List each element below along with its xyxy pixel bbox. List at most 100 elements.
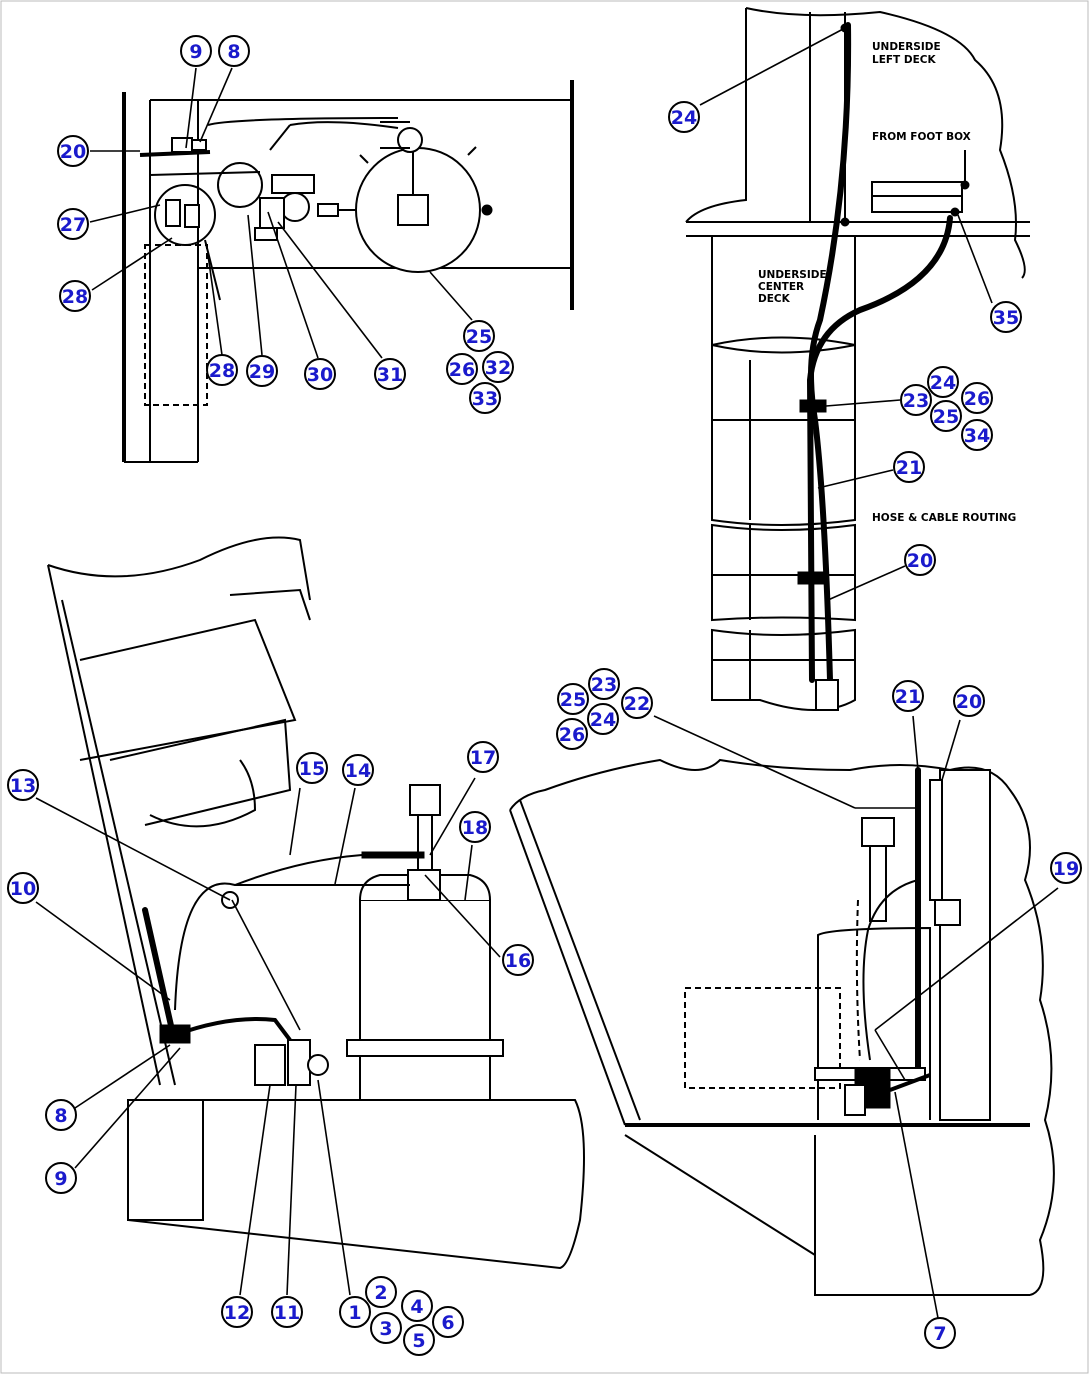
callout-balloon <box>218 35 250 67</box>
note-from-foot-box: FROM FOOT BOX <box>872 131 971 143</box>
callout-24: 24 <box>668 101 700 133</box>
callout-number: 21 <box>895 686 921 708</box>
callout-number: 24 <box>930 372 956 394</box>
callout-number: 27 <box>60 214 86 236</box>
callout-balloon <box>180 35 212 67</box>
callout-number: 25 <box>560 689 586 711</box>
note-underside-left-deck-2: LEFT DECK <box>872 54 936 66</box>
callout-balloon <box>432 1306 464 1338</box>
callout-balloon <box>57 208 89 240</box>
callout-number: 11 <box>274 1302 300 1324</box>
callout-number: 8 <box>227 41 240 63</box>
note-underside-center-1: UNDERSIDE <box>758 269 827 281</box>
callout-number: 9 <box>54 1168 67 1190</box>
callout-number: 34 <box>964 425 990 447</box>
callout-20: 20 <box>57 135 89 167</box>
callout-number: 26 <box>964 388 990 410</box>
callout-number: 29 <box>249 361 275 383</box>
callout-number: 6 <box>441 1312 454 1334</box>
callout-number: 5 <box>412 1330 425 1352</box>
callout-26: 26 <box>961 382 993 414</box>
callout-balloon <box>7 769 39 801</box>
callout-balloon <box>463 320 495 352</box>
callout-number: 1 <box>348 1302 361 1324</box>
callout-number: 23 <box>591 674 617 696</box>
callout-number: 19 <box>1053 858 1079 880</box>
callout-balloon <box>482 351 514 383</box>
callout-balloon <box>930 400 962 432</box>
callout-number: 23 <box>903 390 929 412</box>
callout-balloon <box>1050 852 1082 884</box>
callout-balloon <box>365 1276 397 1308</box>
callout-balloon <box>469 382 501 414</box>
callout-number: 20 <box>956 691 982 713</box>
callout-5: 5 <box>403 1324 435 1356</box>
callout-balloon <box>206 354 238 386</box>
callout-balloon <box>7 872 39 904</box>
callout-25: 25 <box>930 400 962 432</box>
callout-balloon <box>271 1296 303 1328</box>
callout-balloon <box>45 1162 77 1194</box>
callout-number: 32 <box>485 357 511 379</box>
note-underside-center-2: CENTER <box>758 281 804 293</box>
callout-14: 14 <box>342 754 374 786</box>
callout-balloon <box>296 752 328 784</box>
callout-6: 6 <box>432 1306 464 1338</box>
callout-number: 33 <box>472 388 498 410</box>
callout-balloon <box>953 685 985 717</box>
note-underside-left-deck-1: UNDERSIDE <box>872 41 941 53</box>
callout-number: 26 <box>559 724 585 746</box>
callout-balloon <box>459 811 491 843</box>
callout-balloon <box>339 1296 371 1328</box>
callout-number: 28 <box>209 360 235 382</box>
callout-balloon <box>342 754 374 786</box>
callout-balloon <box>924 1317 956 1349</box>
callout-4: 4 <box>401 1290 433 1322</box>
callout-25: 25 <box>463 320 495 352</box>
callout-number: 21 <box>896 457 922 479</box>
callout-34: 34 <box>961 419 993 451</box>
callout-number: 10 <box>10 878 36 900</box>
callout-20: 20 <box>904 544 936 576</box>
bottom-right-view <box>509 715 1059 1319</box>
callout-20: 20 <box>953 685 985 717</box>
callout-number: 20 <box>60 141 86 163</box>
callout-29: 29 <box>246 355 278 387</box>
callout-balloon <box>557 683 589 715</box>
callout-balloon <box>927 366 959 398</box>
callout-13: 13 <box>7 769 39 801</box>
callout-balloon <box>403 1324 435 1356</box>
callout-balloon <box>961 382 993 414</box>
callout-balloon <box>370 1312 402 1344</box>
callout-number: 20 <box>907 550 933 572</box>
callout-number: 22 <box>624 693 650 715</box>
callout-number: 25 <box>933 406 959 428</box>
callout-2: 2 <box>365 1276 397 1308</box>
callout-number: 24 <box>671 107 697 129</box>
callout-number: 2 <box>374 1282 387 1304</box>
callout-8: 8 <box>45 1099 77 1131</box>
callout-21: 21 <box>893 451 925 483</box>
callout-30: 30 <box>304 358 336 390</box>
callout-8: 8 <box>218 35 250 67</box>
callout-balloon <box>221 1296 253 1328</box>
callout-balloon <box>57 135 89 167</box>
callout-balloon <box>246 355 278 387</box>
callout-number: 12 <box>224 1302 250 1324</box>
callout-18: 18 <box>459 811 491 843</box>
callout-balloon <box>446 353 478 385</box>
callout-number: 14 <box>345 760 371 782</box>
callout-19: 19 <box>1050 852 1082 884</box>
callout-balloon <box>374 358 406 390</box>
callout-35: 35 <box>990 301 1022 333</box>
callout-number: 26 <box>449 359 475 381</box>
callout-balloon <box>59 280 91 312</box>
bottom-left-view <box>35 536 585 1296</box>
note-underside-center-3: DECK <box>758 293 791 305</box>
top-left-view <box>89 67 574 463</box>
callout-balloon <box>900 384 932 416</box>
callout-balloon <box>45 1099 77 1131</box>
callout-number: 30 <box>307 364 333 386</box>
